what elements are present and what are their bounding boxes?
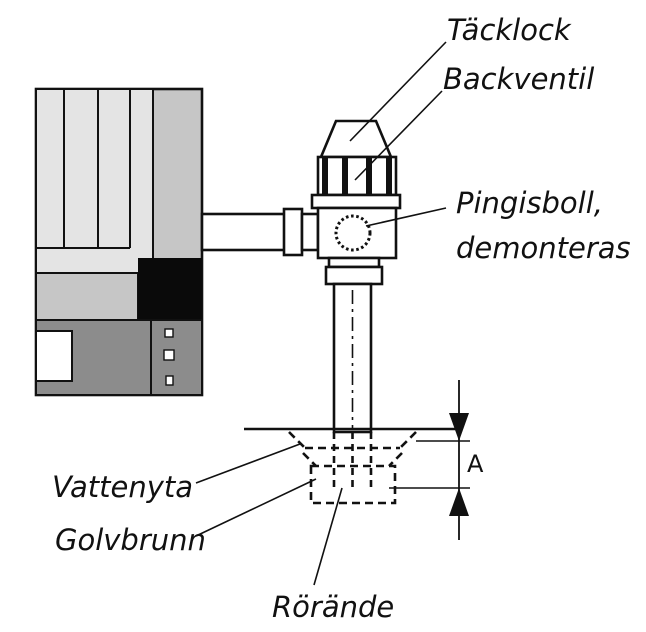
leader-vattenyta [195, 443, 301, 484]
valve-lower-nut [327, 256, 381, 269]
label-pingisboll: Pingisboll, [456, 186, 603, 220]
cage-bar-left [342, 157, 348, 195]
label-demonteras: demonteras [456, 231, 631, 265]
cage-bar-right [366, 157, 372, 195]
control-button-top [164, 328, 174, 338]
pipe-coupling [282, 207, 304, 257]
floor-drain [244, 427, 462, 505]
appliance-front-panel [35, 88, 154, 274]
check-valve-cage [316, 155, 398, 197]
dimension-a: A [389, 380, 484, 540]
dim-arrow-down [449, 413, 469, 441]
cage-bar-left-outer [322, 157, 328, 195]
leader-tacklock [349, 41, 447, 142]
labels: Täcklock Backventil Pingisboll, demonter… [52, 13, 631, 624]
control-button-middle [163, 349, 175, 361]
label-rorande: Rörände [272, 590, 394, 624]
label-vattenyta: Vattenyta [52, 470, 193, 504]
valve-lower-collar [324, 265, 384, 286]
ping-pong-ball [334, 214, 372, 252]
pipe-coupling-inner [300, 212, 320, 252]
dimension-label: A [467, 450, 484, 478]
vertical-pipe [332, 282, 373, 434]
appliance-control-strip [150, 319, 203, 396]
leader-backventil [354, 90, 443, 181]
label-tacklock: Täcklock [447, 13, 572, 47]
control-button-bottom [165, 375, 174, 386]
valve-flange [310, 193, 402, 210]
leader-golvbrunn [195, 478, 317, 537]
pipe-end-dashed [332, 432, 373, 488]
floor-drain-outline [288, 431, 417, 505]
appliance-lower-window [35, 330, 73, 382]
appliance-base-shelf [35, 272, 139, 321]
pipe-horizontal [200, 212, 292, 252]
label-golvbrunn: Golvbrunn [55, 523, 206, 557]
dim-arrow-up [449, 488, 469, 516]
label-backventil: Backventil [443, 62, 594, 96]
appliance-black-block [138, 258, 202, 320]
cover-cap [319, 119, 393, 159]
valve-assembly [310, 119, 402, 286]
leader-rorande [313, 487, 343, 586]
cage-bar-right-outer [386, 157, 392, 195]
appliance [34, 87, 204, 397]
leader-pingisboll [365, 207, 447, 227]
control-buttons [163, 328, 175, 386]
leader-lines [195, 41, 447, 586]
horizontal-pipe [200, 207, 320, 257]
